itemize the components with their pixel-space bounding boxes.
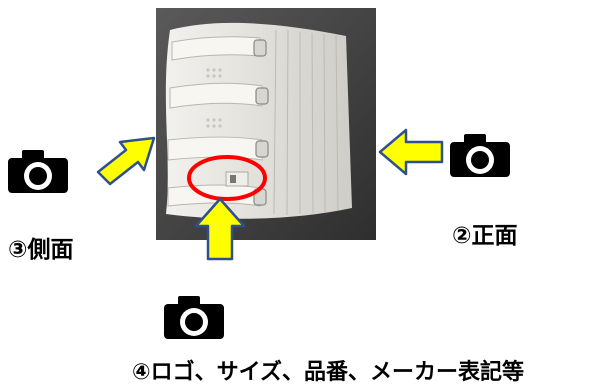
camera-icon xyxy=(164,296,224,339)
arrow-icon xyxy=(96,136,156,186)
logo-size-label: ④ロゴ、サイズ、品番、メーカー表記等 xyxy=(132,360,524,385)
arrow-icon xyxy=(378,128,444,176)
camera-icon xyxy=(8,150,68,193)
camera-icon xyxy=(450,134,510,177)
brace-photo xyxy=(156,8,376,240)
label-highlight-circle xyxy=(187,155,267,201)
front-view-label: ②正面 xyxy=(452,223,518,249)
side-view-label: ③側面 xyxy=(8,237,74,263)
arrow-icon xyxy=(194,197,246,261)
